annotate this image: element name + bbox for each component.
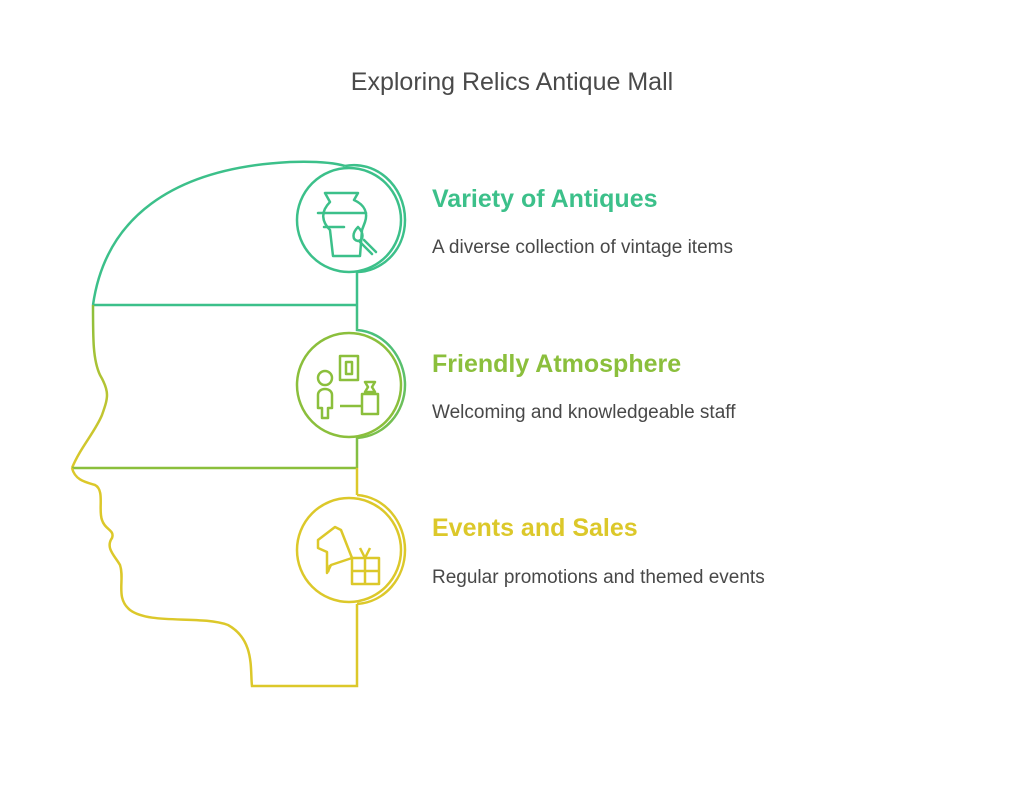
item-description: A diverse collection of vintage items (432, 237, 733, 258)
head-section-top (91, 160, 407, 307)
vase-brush-icon (316, 191, 378, 258)
megaphone-gift-icon (316, 525, 381, 586)
head-section-middle (70, 304, 407, 470)
item-title: Friendly Atmosphere (432, 350, 682, 378)
head-section-bottom (70, 467, 407, 688)
item-title: Variety of Antiques (432, 185, 658, 213)
item-description: Regular promotions and themed events (432, 567, 765, 588)
diagram-title: Exploring Relics Antique Mall (350, 68, 674, 96)
item-description: Welcoming and knowledgeable staff (432, 402, 736, 423)
person-frame-vase-icon (316, 354, 380, 420)
item-title: Events and Sales (432, 514, 638, 542)
